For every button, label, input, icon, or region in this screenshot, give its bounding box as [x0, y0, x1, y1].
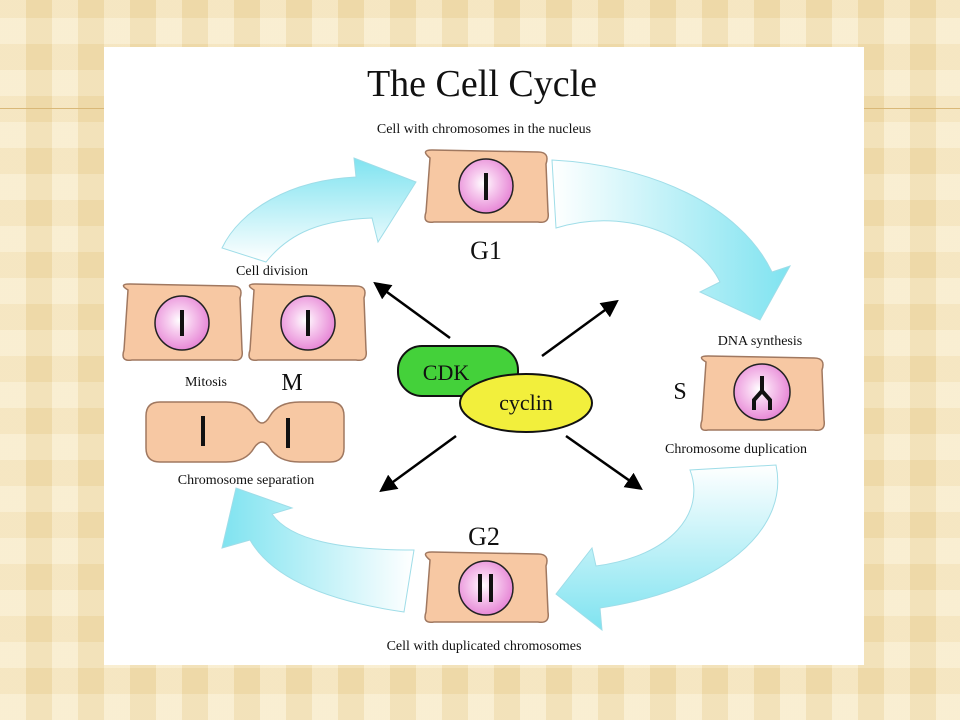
regulation-arrow-to-s [541, 299, 619, 358]
cyclin-label: cyclin [499, 390, 553, 415]
s-label: S [673, 379, 686, 405]
g2-cell [424, 551, 550, 624]
s-chromosome [752, 376, 772, 410]
chromosome-duplication-caption: Chromosome duplication [665, 442, 807, 457]
g2-caption: Cell with duplicated chromosomes [387, 639, 582, 654]
cycle-arrow-m-to-g1 [221, 157, 417, 263]
regulation-arrow-to-m [373, 281, 451, 340]
dna-synthesis-caption: DNA synthesis [718, 334, 802, 349]
cell-division-caption: Cell division [236, 264, 308, 279]
s-cell [700, 355, 826, 432]
cdk-cyclin-complex: CDK cyclin [397, 345, 593, 433]
g1-caption: Cell with chromosomes in the nucleus [377, 122, 591, 137]
diagram-title: The Cell Cycle [367, 63, 597, 105]
cycle-arrow-g2-to-m [221, 487, 415, 613]
chromosome-separation-caption: Chromosome separation [178, 473, 314, 488]
cyclin-shape [459, 373, 593, 433]
mitosis-caption: Mitosis [185, 375, 227, 390]
g1-cell [424, 149, 550, 224]
cdk-label: CDK [423, 360, 470, 385]
g1-label: G1 [470, 236, 502, 265]
m-daughter-cell-right [248, 283, 368, 362]
cycle-arrow-g1-to-s [551, 159, 792, 321]
g2-nucleus [458, 560, 514, 616]
cycle-arrow-s-to-g2 [555, 464, 779, 632]
g2-label: G2 [468, 522, 500, 551]
m-label: M [281, 370, 302, 396]
regulation-arrow-to-g2 [565, 434, 643, 491]
m-daughter-cell-left [122, 283, 244, 362]
regulation-arrow-to-m-bottom [379, 434, 457, 493]
m-dividing-cell [145, 401, 345, 463]
